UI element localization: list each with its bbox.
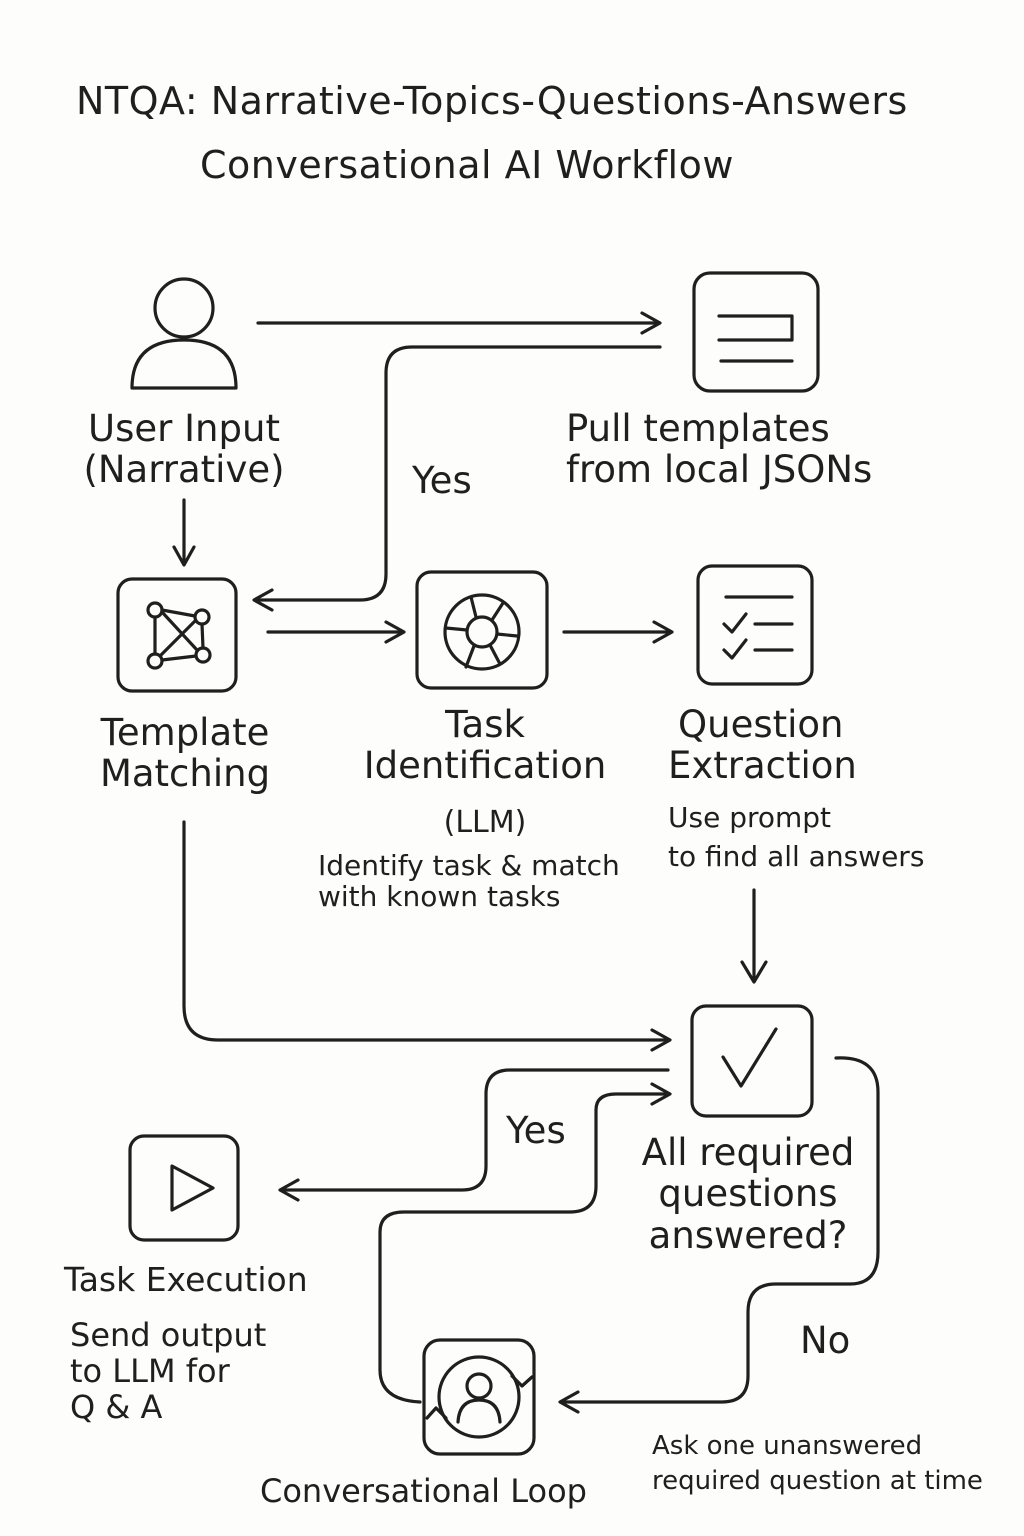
edge-label-yes-templates: Yes — [412, 459, 472, 502]
conversational-loop-desc2: required question at time — [652, 1466, 983, 1497]
template-box-icon — [692, 271, 820, 393]
network-graph-icon — [116, 577, 238, 693]
pull-templates-label: Pull templates from local JSONs — [566, 408, 872, 491]
pull-templates-line2: from local JSONs — [566, 448, 873, 492]
task-identification-line2: Identification — [363, 744, 607, 788]
conversational-loop-desc1: Ask one unanswered — [652, 1431, 923, 1461]
edge-label-no-loop: No — [800, 1319, 851, 1362]
all-answered-line2: questions — [658, 1172, 838, 1216]
checklist-icon — [696, 564, 814, 686]
template-matching-line2: Matching — [99, 752, 271, 796]
pull-templates-line1: Pull templates — [566, 407, 830, 450]
task-identification-label: Task Identification — [360, 704, 610, 787]
user-icon — [130, 277, 238, 390]
play-icon — [128, 1134, 240, 1242]
lifebuoy-icon — [415, 570, 549, 690]
user-cycle-icon — [422, 1338, 536, 1456]
task-identification-desc1: Identify task & match — [318, 849, 620, 882]
question-extraction-desc2: to find all answers — [668, 840, 925, 874]
edges — [172, 311, 880, 1414]
all-answered-label: All required questions answered? — [628, 1131, 868, 1257]
question-extraction-line2: Extraction — [668, 744, 857, 788]
task-execution-desc: Send output to LLM for Q & A — [70, 1316, 267, 1426]
all-answered-line1: All required — [641, 1131, 855, 1174]
task-execution-desc2: to LLM for — [70, 1351, 230, 1390]
user-input-label: User Input (Narrative) — [64, 408, 304, 491]
task-execution-label: Task Execution — [64, 1260, 308, 1299]
question-extraction-label: Question Extraction — [668, 704, 857, 787]
diagram-title-line1: NTQA: Narrative-Topics-Questions-Answers — [76, 79, 908, 123]
user-input-line1: User Input — [88, 407, 280, 450]
task-identification-desc: Identify task & match with known tasks — [318, 850, 620, 913]
task-execution-desc3: Q & A — [70, 1387, 163, 1426]
question-extraction-desc: Use prompt to find all answers — [668, 802, 924, 873]
diagram-title-line2: Conversational AI Workflow — [200, 143, 734, 187]
checkmark-icon — [690, 1004, 814, 1118]
all-answered-line3: answered? — [648, 1213, 848, 1257]
template-matching-label: Template Matching — [70, 712, 300, 795]
user-input-line2: (Narrative) — [83, 448, 285, 492]
conversational-loop-label: Conversational Loop — [260, 1472, 587, 1510]
task-identification-line3: (LLM) — [443, 805, 527, 840]
question-extraction-line1: Question — [678, 703, 844, 746]
conversational-loop-desc: Ask one unanswered required question at … — [652, 1431, 983, 1497]
edge-label-yes-execute: Yes — [506, 1109, 566, 1152]
task-execution-desc1: Send output — [70, 1316, 267, 1354]
question-extraction-desc1: Use prompt — [668, 801, 832, 834]
task-identification-desc2: with known tasks — [318, 880, 561, 914]
template-matching-line1: Template — [100, 711, 270, 754]
task-identification-line1: Task — [445, 703, 525, 746]
